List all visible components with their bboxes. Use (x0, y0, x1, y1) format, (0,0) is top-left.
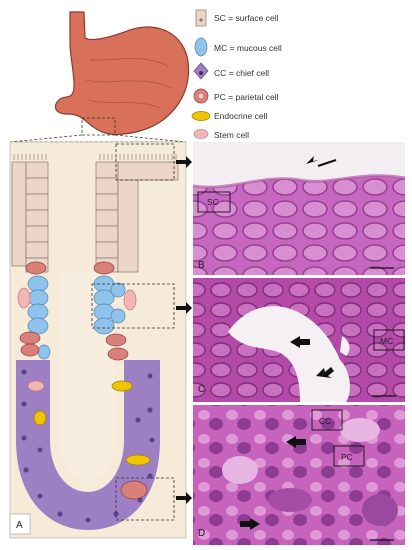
legend-stem-cell: Stem cell (214, 130, 249, 140)
legend-parietal-cell: PC = parietal cell (214, 92, 279, 102)
arrow-icon (286, 436, 306, 448)
arrow-icon (306, 156, 319, 164)
panel-d-box-label-cc: CC (319, 416, 331, 426)
mucous-cell-icon (194, 37, 208, 57)
surface-cell-icon (195, 9, 207, 27)
legend: SC = surface cell MC = mucous cell CC = … (191, 9, 282, 140)
microvilli (13, 154, 177, 160)
arrow-icon (240, 518, 260, 530)
panel-c-label: C (198, 384, 205, 395)
legend-chief-cell: CC = chief cell (214, 68, 269, 78)
panel-d-label: D (198, 528, 205, 539)
surface-cells-left (11, 161, 49, 273)
stomach-illustration (54, 11, 190, 136)
endocrine-cell-icon (191, 111, 211, 121)
parietal-cells (19, 261, 148, 500)
stem-cells (17, 287, 137, 392)
panel-c-box-label: MC (380, 336, 393, 346)
chief-cell-nuclei (21, 369, 155, 523)
arrow-icon (316, 367, 334, 378)
surface-cells-right (95, 161, 179, 273)
panel-a-label: A (16, 520, 23, 531)
panel-c-micrograph: MC C (193, 278, 405, 402)
panel-d-box-label-pc: PC (341, 452, 353, 462)
stem-cell-icon (193, 129, 209, 139)
zoom-arrows (176, 156, 192, 504)
legend-mucous-cell: MC = mucous cell (214, 43, 282, 53)
gland-zoom-boxes (91, 143, 175, 521)
gastric-gland: A (9, 143, 192, 535)
mucous-cells (27, 275, 126, 360)
legend-endocrine-cell: Endocrine cell (214, 111, 268, 121)
arrow-icon (290, 336, 310, 348)
panel-b-box-label: SC (207, 197, 219, 207)
chief-cell-icon (193, 62, 209, 80)
parietal-cell-icon (193, 88, 209, 104)
zoom-lines (9, 134, 187, 143)
endocrine-cells (33, 380, 151, 466)
panel-d-micrograph: CC PC D (193, 405, 405, 545)
panel-b-label: B (198, 260, 205, 271)
legend-surface-cell: SC = surface cell (214, 13, 279, 23)
panel-b-micrograph: SC B (192, 142, 406, 275)
